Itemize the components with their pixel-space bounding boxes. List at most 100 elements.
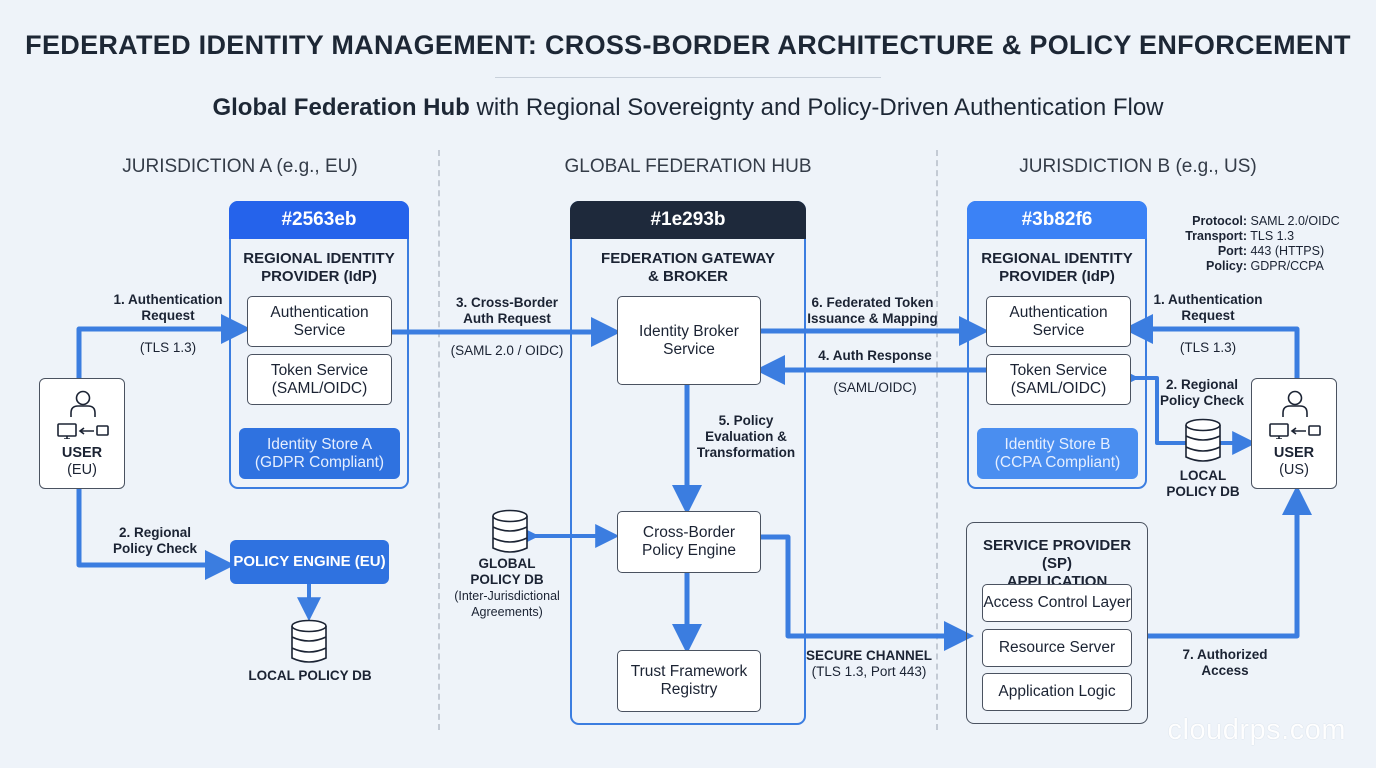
idp-panel-a: #2563eb REGIONAL IDENTITY PROVIDER (IdP)… (229, 201, 409, 489)
arrow-auth-request-eu (76, 314, 252, 378)
column-heading-jurisdiction-b: JURISDICTION B (e.g., US) (1019, 156, 1257, 177)
watermark: cloudrps.com (1167, 714, 1346, 746)
global-db-line2: POLICY DB (470, 572, 544, 587)
hub-panel-title-line1: FEDERATION GATEWAY (601, 250, 775, 267)
cross-border-policy-engine[interactable]: Cross-Border Policy Engine (617, 511, 761, 573)
label-token-issuance: 6. Federated Token Issuance & Mapping (807, 295, 938, 326)
label-auth-request-b: 1. Authentication Request (1153, 292, 1263, 323)
identity-broker-line1: Identity Broker (639, 322, 739, 340)
label-regional-check-a: 2. Regional Policy Check (112, 525, 198, 556)
column-divider-left (438, 150, 440, 730)
hub-panel-title: FEDERATION GATEWAY & BROKER (572, 250, 804, 286)
token-service-b-line1: Token Service (1009, 361, 1108, 379)
port-row: Port: 443 (HTTPS) (1217, 244, 1325, 258)
subtitle-bold: Global Federation Hub (212, 94, 470, 121)
column-heading-jurisdiction-a: JURISDICTION A (e.g., EU) (122, 156, 358, 177)
resource-server[interactable]: Resource Server (982, 629, 1132, 667)
identity-store-a-line2: (GDPR Compliant) (254, 453, 385, 471)
hub-panel-title-line2: & BROKER (647, 268, 728, 285)
label-cross-border-protocol: (SAML 2.0 / OIDC) (450, 343, 564, 358)
service-provider-panel: SERVICE PROVIDER (SP) APPLICATION Access… (966, 522, 1148, 724)
title-divider (495, 77, 881, 78)
auth-service-b-line1: Authentication (1009, 303, 1108, 321)
label-tls-a: (TLS 1.3) (139, 340, 197, 355)
user-us-icon (1269, 390, 1321, 439)
user-us-label-line1: USER (1273, 445, 1315, 461)
arrow-regional-check-eu (76, 488, 236, 580)
auth-service-b-line2: Service (1032, 321, 1085, 339)
idp-panel-b-title: REGIONAL IDENTITY PROVIDER (IdP) (969, 250, 1145, 286)
auth-service-a-line2: Service (293, 321, 346, 339)
policy-row: Policy: GDPR/CCPA (1206, 259, 1324, 273)
idp-panel-b-header: #3b82f6 (967, 201, 1147, 239)
idp-panel-a-title: REGIONAL IDENTITY PROVIDER (IdP) (231, 250, 407, 286)
identity-store-b-line2: (CCPA Compliant) (994, 453, 1121, 471)
label-cross-border-request: 3. Cross-Border Auth Request (455, 295, 559, 326)
idp-panel-a-header: #2563eb (229, 201, 409, 239)
label-policy-evaluation: 5. Policy Evaluation & Transformation (696, 413, 796, 460)
user-eu-label-line1: USER (61, 445, 103, 461)
label-regional-check-b: 2. Regional Policy Check (1159, 377, 1245, 408)
idp-panel-b-title-line2: PROVIDER (IdP) (999, 268, 1115, 285)
arrow-secure-channel (760, 534, 975, 651)
label-authorized-access: 7. Authorized Access (1182, 647, 1268, 678)
identity-broker-line2: Service (663, 340, 715, 358)
user-eu-icon (57, 390, 109, 439)
token-service-a[interactable]: Token Service (SAML/OIDC) (247, 354, 392, 405)
global-db-line3: (Inter-Jurisdictional (454, 589, 560, 603)
auth-service-a[interactable]: Authentication Service (247, 296, 392, 347)
identity-store-a[interactable]: Identity Store A (GDPR Compliant) (239, 428, 400, 479)
page-title: FEDERATED IDENTITY MANAGEMENT: CROSS-BOR… (25, 30, 1351, 60)
policy-engine-eu[interactable]: POLICY ENGINE (EU) (230, 540, 389, 584)
trust-registry-line2: Registry (660, 681, 718, 698)
global-db-line4: Agreements) (471, 605, 543, 619)
global-policy-db-label: GLOBAL POLICY DB (Inter-Jurisdictional A… (440, 556, 574, 620)
user-us-label-line2: (US) (1279, 462, 1309, 478)
label-auth-response-protocol: (SAML/OIDC) (833, 380, 917, 395)
column-heading-hub: GLOBAL FEDERATION HUB (564, 156, 812, 177)
token-service-b-line2: (SAML/OIDC) (1010, 379, 1107, 397)
global-db-line1: GLOBAL (478, 556, 536, 571)
database-icon-local-eu (291, 619, 327, 663)
user-us[interactable]: USER (US) (1251, 378, 1337, 489)
label-auth-response: 4. Auth Response (818, 348, 932, 363)
token-service-b[interactable]: Token Service (SAML/OIDC) (986, 354, 1131, 405)
application-logic[interactable]: Application Logic (982, 673, 1132, 711)
token-service-a-line2: (SAML/OIDC) (271, 379, 368, 397)
subtitle-rest: with Regional Sovereignty and Policy-Dri… (469, 94, 1164, 121)
column-divider-right (936, 150, 938, 730)
protocol-row: Protocol: SAML 2.0/OIDC (1192, 214, 1340, 228)
auth-service-b[interactable]: Authentication Service (986, 296, 1131, 347)
trust-registry-line1: Trust Framework (630, 663, 748, 680)
arrow-authorized-access (1147, 484, 1312, 639)
local-policy-db-eu-label: LOCAL POLICY DB (248, 668, 372, 683)
hub-panel: #1e293b FEDERATION GATEWAY & BROKER Iden… (570, 201, 806, 725)
idp-panel-a-title-line2: PROVIDER (IdP) (261, 268, 377, 285)
identity-store-b[interactable]: Identity Store B (CCPA Compliant) (977, 428, 1138, 479)
access-control-layer[interactable]: Access Control Layer (982, 584, 1132, 622)
label-tls-b: (TLS 1.3) (1179, 340, 1237, 355)
sp-title: SERVICE PROVIDER (SP) APPLICATION (967, 537, 1147, 591)
protocol-info: Protocol: SAML 2.0/OIDC Transport: TLS 1… (1172, 214, 1362, 274)
trust-framework-registry[interactable]: Trust Framework Registry (617, 650, 761, 712)
page-subtitle: Global Federation Hub with Regional Sove… (0, 94, 1376, 122)
user-eu[interactable]: USER (EU) (39, 378, 125, 489)
cross-border-engine-line2: Policy Engine (642, 542, 736, 559)
identity-broker-service[interactable]: Identity Broker Service (617, 296, 761, 385)
hub-panel-header: #1e293b (570, 201, 806, 239)
identity-store-b-line1: Identity Store B (1004, 435, 1111, 453)
user-eu-label: USER (EU) (40, 445, 124, 479)
idp-panel-b: #3b82f6 REGIONAL IDENTITY PROVIDER (IdP)… (967, 201, 1147, 489)
local-db-us-line1: LOCAL (1179, 468, 1227, 483)
arrow-auth-request-us (1122, 314, 1300, 378)
local-policy-db-us-label: LOCAL POLICY DB (1153, 468, 1253, 500)
user-eu-label-line2: (EU) (67, 462, 97, 478)
auth-service-a-line1: Authentication (270, 303, 369, 321)
identity-store-a-line1: Identity Store A (266, 435, 373, 453)
user-us-label: USER (US) (1252, 445, 1336, 479)
cross-border-engine-line1: Cross-Border (642, 524, 736, 541)
database-icon-local-us (1185, 418, 1221, 462)
database-icon-global (492, 509, 528, 553)
sp-title-line1: SERVICE PROVIDER (SP) (982, 537, 1132, 572)
